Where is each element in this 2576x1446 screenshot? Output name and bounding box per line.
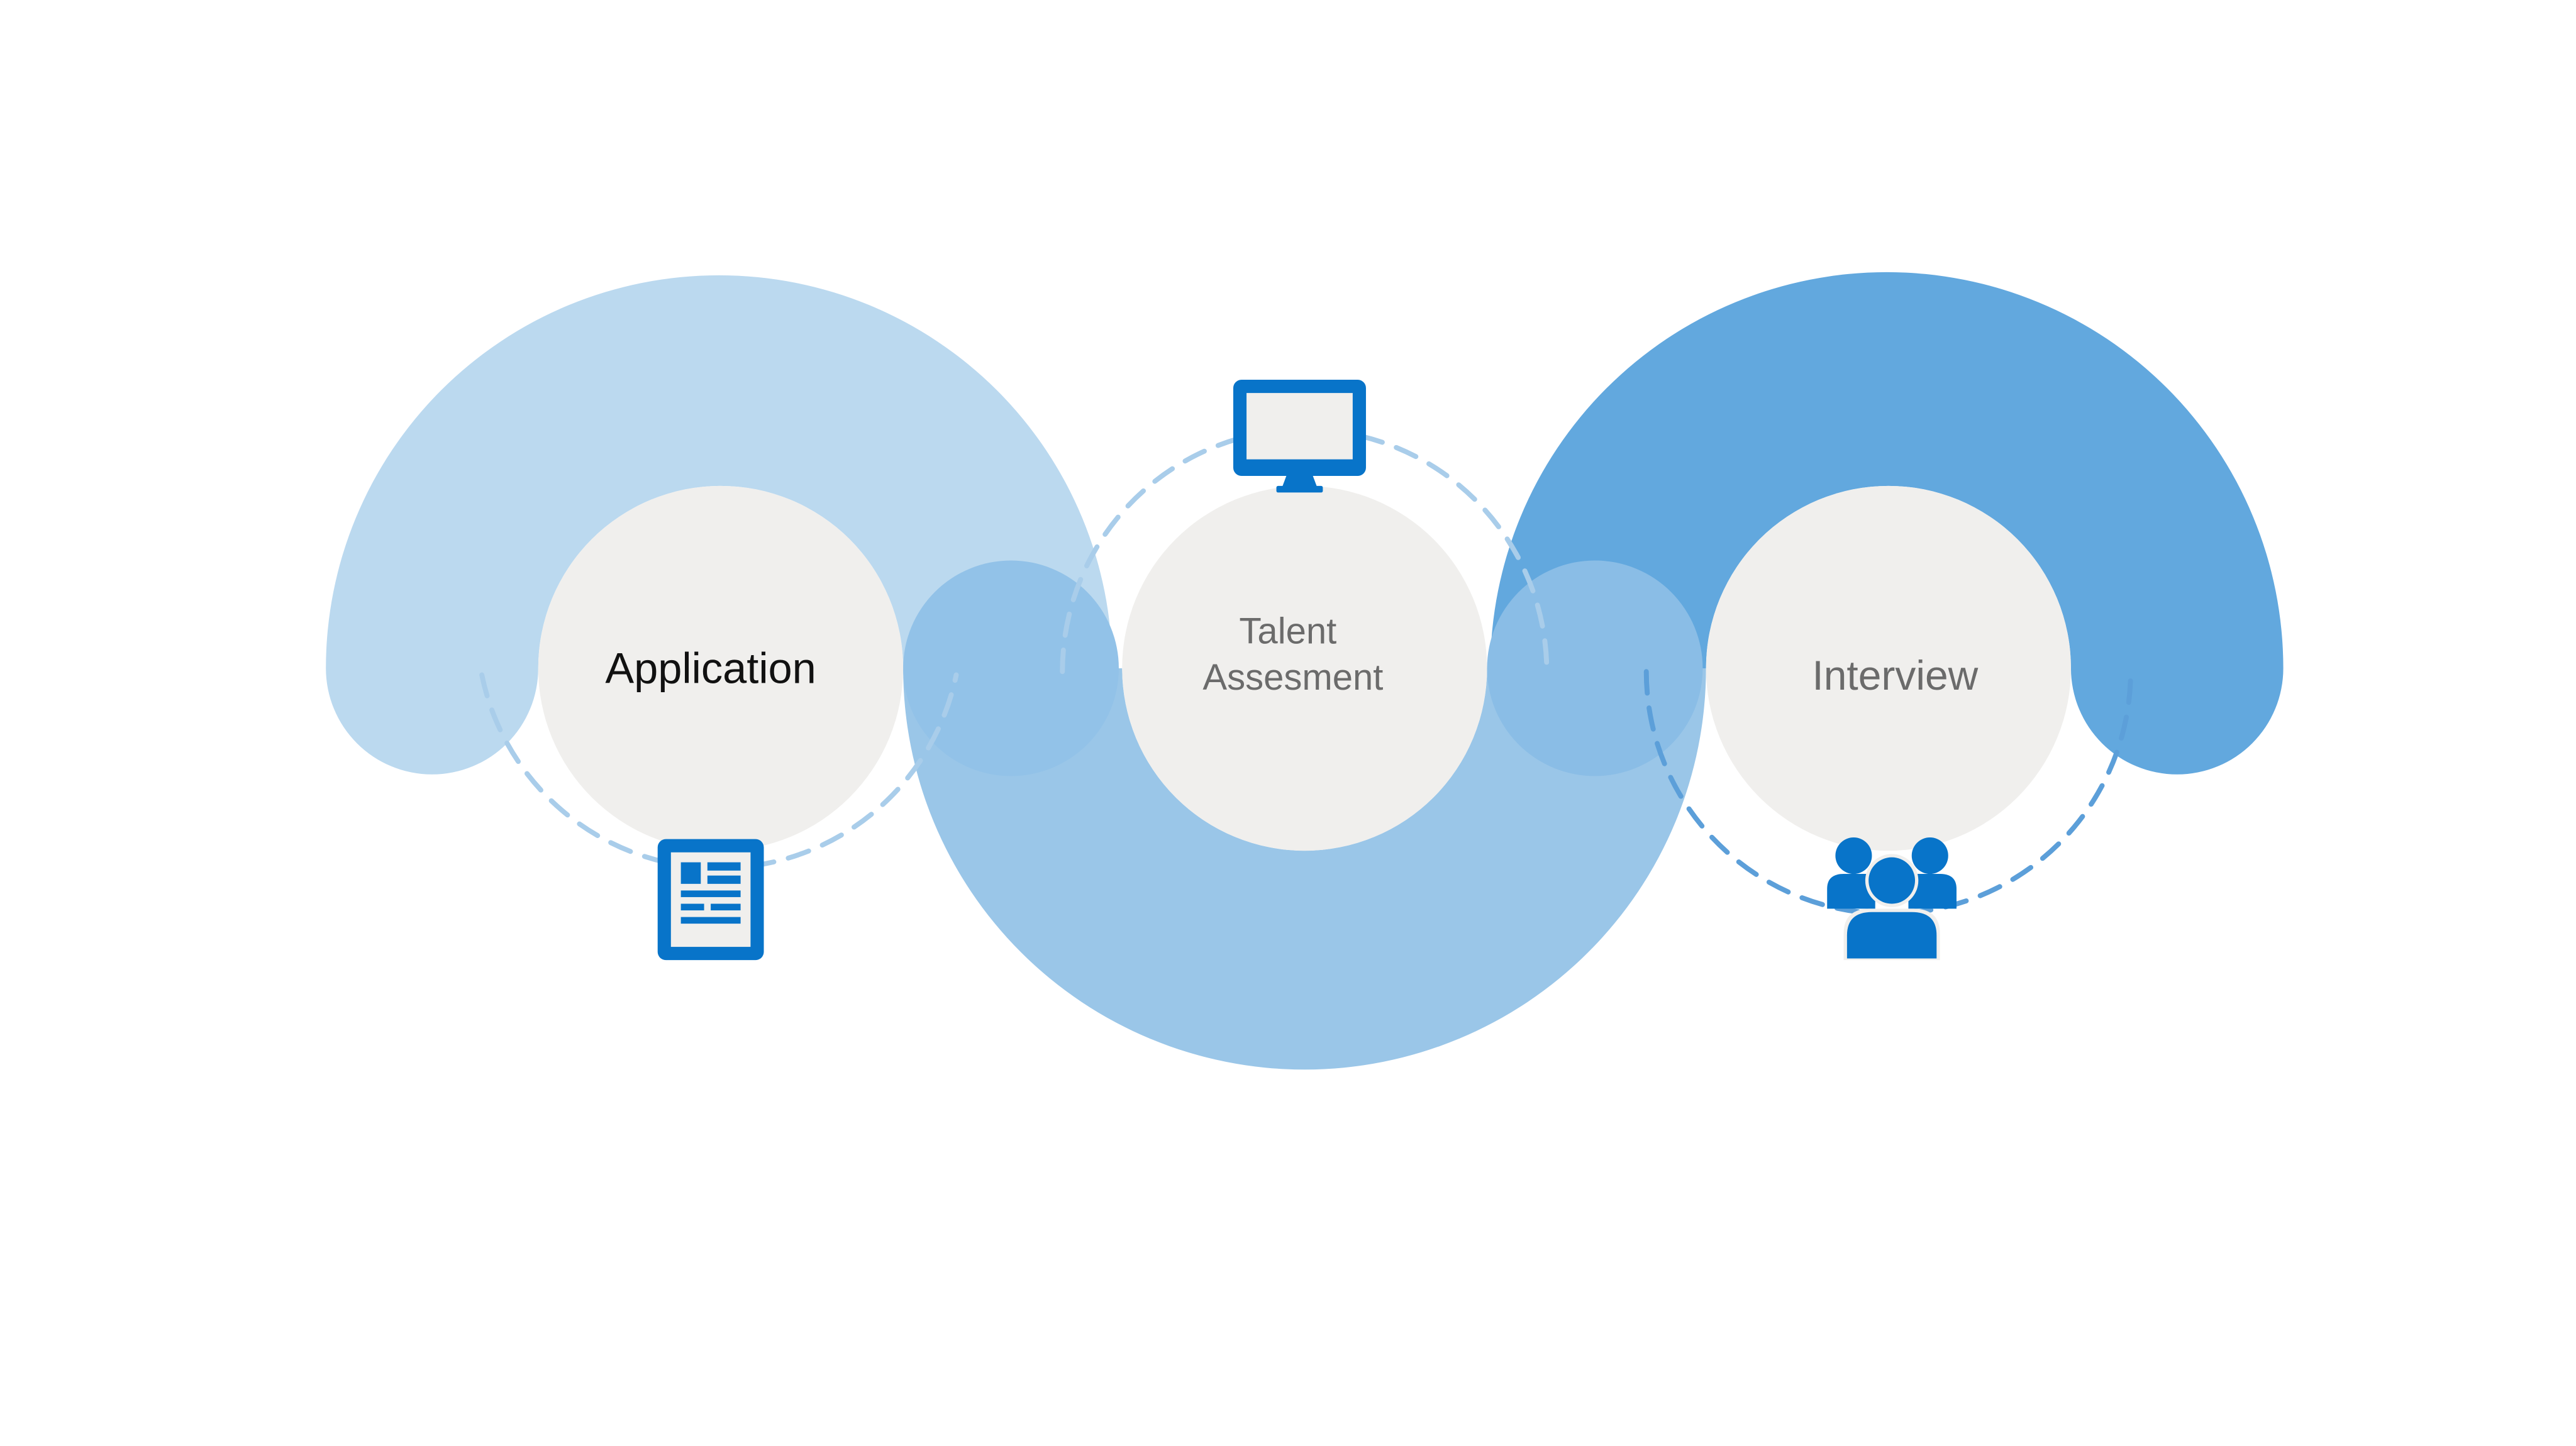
connector-left — [903, 560, 1119, 776]
interview-label: Interview — [1812, 652, 1978, 698]
assessment-label-line-1: Talent — [1239, 610, 1336, 651]
monitor-icon — [1233, 380, 1366, 493]
application-label: Application — [605, 644, 816, 693]
people-icon — [1827, 837, 1957, 961]
application-inner-circle — [538, 485, 904, 851]
document-icon — [657, 839, 764, 961]
interview-inner-circle — [1706, 485, 2071, 851]
assessment-label-line-2: Assesment — [1202, 657, 1383, 698]
assessment-inner-circle — [1122, 485, 1487, 851]
connector-right — [1487, 560, 1703, 776]
assessment-arc — [903, 668, 1706, 1070]
assessment-label: Talent Assesment — [1202, 610, 1383, 698]
